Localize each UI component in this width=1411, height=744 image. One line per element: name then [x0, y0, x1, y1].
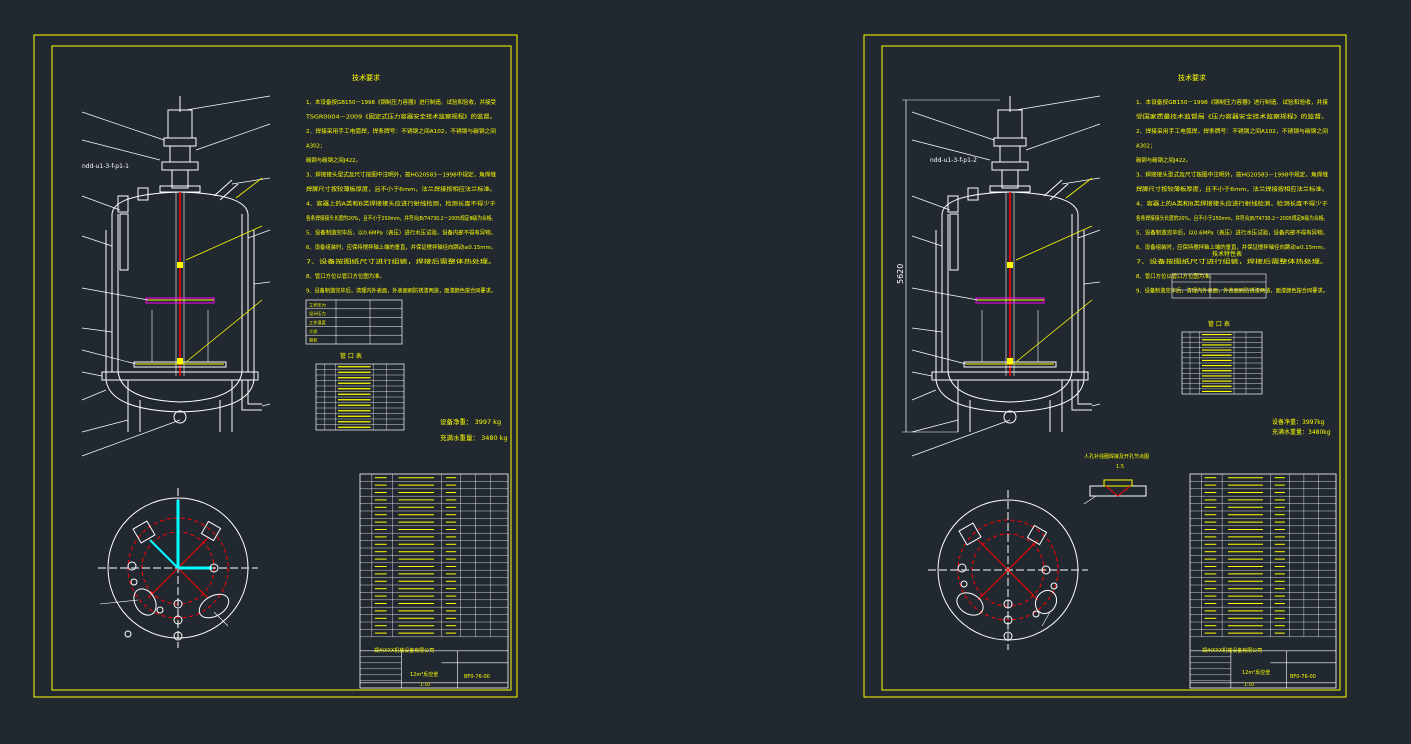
sheet-inner-border — [881, 45, 1341, 691]
nozzle-orientation-plan-view — [98, 488, 258, 648]
sheet-outer-border — [863, 34, 1347, 698]
tech-characteristics-title: 技术特性表 — [1212, 250, 1242, 258]
tech-requirement-line: 1、本设备按GB150－1998《钢制压力容器》进行制造、试验和验收，并接受 — [306, 98, 497, 106]
part-leader-lines-yellow — [1015, 177, 1093, 363]
tech-requirement-line: 9、设备制造完毕后，清理内外表面，外表面刷防锈漆两道，面漆颜色按合同要求。 — [306, 287, 496, 295]
tech-requirement-line: 4、容器上的A类和B类焊接接头应进行射线检测，检测长度不得少于 — [1136, 200, 1329, 208]
tech-requirement-line: 3、焊接接头型式及尺寸按图中注明外，按HG20583－1998中规定，角焊缝 — [306, 171, 497, 179]
drawing-scale: 1:10 — [420, 682, 430, 688]
part-leader-lines — [911, 95, 1101, 457]
vessel-elevation-view — [902, 96, 1092, 433]
tech-requirement-line: 5、设备制造完毕后，以0.6MPa（表压）进行水压试验，设备内部不得有异物。 — [1136, 229, 1328, 237]
tech-requirement-line: 碳钢与碳钢之间J422。 — [306, 156, 361, 164]
param-row-label: 工作温度 — [309, 319, 327, 326]
drawing-sheet-left[interactable]: ndd-u1-3-f-p1-1 技术要求 1、本设备按GB150－1998《钢制… — [33, 34, 518, 698]
detail-label: ndd-u1-3-f-p1-2 — [930, 157, 977, 164]
weld-detail-view — [1083, 479, 1147, 505]
tech-requirements-title: 技术要求 — [1178, 73, 1206, 82]
tech-requirement-line: 2、焊接采用手工电弧焊，焊条牌号：不锈钢之间A102，不锈钢与碳钢之间 — [1136, 127, 1328, 135]
weld-detail-title: 人孔补强圈焊接及开孔节点图 — [1084, 453, 1149, 460]
tech-requirements-text: 1、本设备按GB150－1998《钢制压力容器》进行制造、试验和验收，并接受 TS… — [305, 98, 497, 295]
filled-weight: 充满水重量：3480kg — [1272, 428, 1331, 436]
height-dimension: 5620 — [896, 264, 905, 284]
drawing-name: 12m³反应釜 — [410, 671, 438, 678]
sheet-inner-border — [51, 45, 512, 691]
nozzle-table-title: 管 口 表 — [1208, 320, 1230, 328]
filled-weight: 充满水重量： 3480 kg — [440, 433, 508, 442]
param-row-label: 设计压力 — [309, 310, 326, 317]
tech-requirements-title: 技术要求 — [352, 73, 380, 82]
detail-label: ndd-u1-3-f-p1-1 — [82, 163, 129, 170]
tech-requirement-line: 受国家质量技术监督局《压力容器安全技术监察规程》的监督。 — [1136, 113, 1328, 121]
nozzle-table — [1181, 331, 1263, 395]
tech-characteristics-table — [1171, 273, 1267, 299]
drawing-number: BF0-76-00 — [1290, 674, 1316, 680]
sheet-outer-border — [33, 34, 518, 698]
tech-requirement-line: 6、设备组装时，应保持搅拌轴上端的垂直，并保证搅拌轴径向跳动≤0.15mm。 — [306, 243, 496, 251]
tech-requirement-line: 各条焊接接头长度的20%，且不小于250mm，并符合JB/T4730.2－200… — [1136, 214, 1328, 222]
tech-requirement-line: 8、管口方位以管口方位图为准。 — [306, 272, 385, 280]
tech-requirement-line: 7、设备按图纸尺寸进行组装，焊接后需整体热处理。 — [306, 258, 496, 266]
tech-requirement-line: 碳钢与碳钢之间J422。 — [1136, 156, 1191, 164]
nozzle-orientation-plan-view — [928, 490, 1088, 650]
parts-list-table — [1189, 473, 1337, 689]
part-leader-lines-yellow — [185, 177, 263, 363]
tech-requirement-line: 9、设备制造完毕后，清理内外表面，外表面刷防锈漆两道，面漆颜色按合同要求。 — [1136, 287, 1328, 295]
param-row-label: 介质 — [309, 328, 317, 335]
tech-requirement-line: 8、管口方位以管口方位图为准。 — [1136, 272, 1215, 280]
param-row-label: 工作压力 — [309, 301, 326, 308]
drawing-scale: 1:10 — [1244, 682, 1254, 688]
part-leader-lines — [81, 95, 271, 457]
vessel-elevation-view — [101, 96, 262, 432]
tech-requirements-text: 1、本设备按GB150－1998《钢制压力容器》进行制造、试验和验收，并接受国家… — [1136, 98, 1329, 295]
tech-requirement-line: 4、容器上的A类和B类焊接接头应进行射线检测，检测长度不得少于 — [306, 200, 497, 208]
tech-requirement-line: 3、焊接接头型式及尺寸按图中注明外，按HG20583－1998中规定，角焊缝 — [1136, 171, 1329, 179]
nozzle-table-title: 管 口 表 — [340, 352, 362, 360]
tech-requirement-line: 5、设备制造完毕后，以0.6MPa（表压）进行水压试验，设备内部不得有异物。 — [306, 229, 496, 237]
tech-requirement-line: A302； — [1136, 144, 1155, 150]
tech-requirement-line: TSGR0004－2009《固定式压力容器安全技术监察规程》的监督。 — [305, 113, 496, 121]
tech-requirement-line: A302； — [306, 144, 325, 150]
parts-list-table — [359, 473, 509, 689]
weld-detail-scale: 1:5 — [1116, 464, 1124, 470]
tech-requirement-line: 7、设备按图纸尺寸进行组装，焊接后需整体热处理。 — [1136, 258, 1328, 266]
company-name: 郑州XXX机械设备有限公司 — [374, 647, 434, 654]
tech-requirement-line: 6、设备组装时，应保持搅拌轴上端的垂直，并保证搅拌轴径向跳动≤0.15mm。 — [1136, 243, 1328, 251]
nozzle-table — [315, 363, 405, 431]
tech-requirement-line: 2、焊接采用手工电弧焊，焊条牌号：不锈钢之间A102，不锈钢与碳钢之间 — [306, 127, 496, 135]
company-name: 郑州XXX机械设备有限公司 — [1202, 647, 1262, 654]
drawing-sheet-right[interactable]: 5620 ndd-u1-3-f-p1-2 技术要求 — [863, 34, 1347, 698]
equipment-weight: 设备净重： 3997 kg — [440, 417, 501, 426]
tech-requirement-line: 1、本设备按GB150－1998《钢制压力容器》进行制造、试验和验收，并接 — [1136, 98, 1329, 106]
tech-requirement-line: 焊脚尺寸按较薄板厚度，且不小于6mm，法兰焊接按相应法兰标准。 — [1136, 185, 1328, 193]
drawing-name: 12m³反应釜 — [1242, 669, 1270, 676]
equipment-weight: 设备净重：3997kg — [1272, 418, 1325, 426]
tech-requirement-line: 各条焊接接头长度的20%，且不小于250mm，并符合JB/T4730.2－200… — [306, 214, 496, 222]
tech-requirement-line: 焊脚尺寸按较薄板厚度，且不小于6mm，法兰焊接按相应法兰标准。 — [306, 185, 496, 193]
param-row-label: 容积 — [309, 337, 317, 344]
drawing-number: BF0-76-00 — [464, 674, 490, 680]
